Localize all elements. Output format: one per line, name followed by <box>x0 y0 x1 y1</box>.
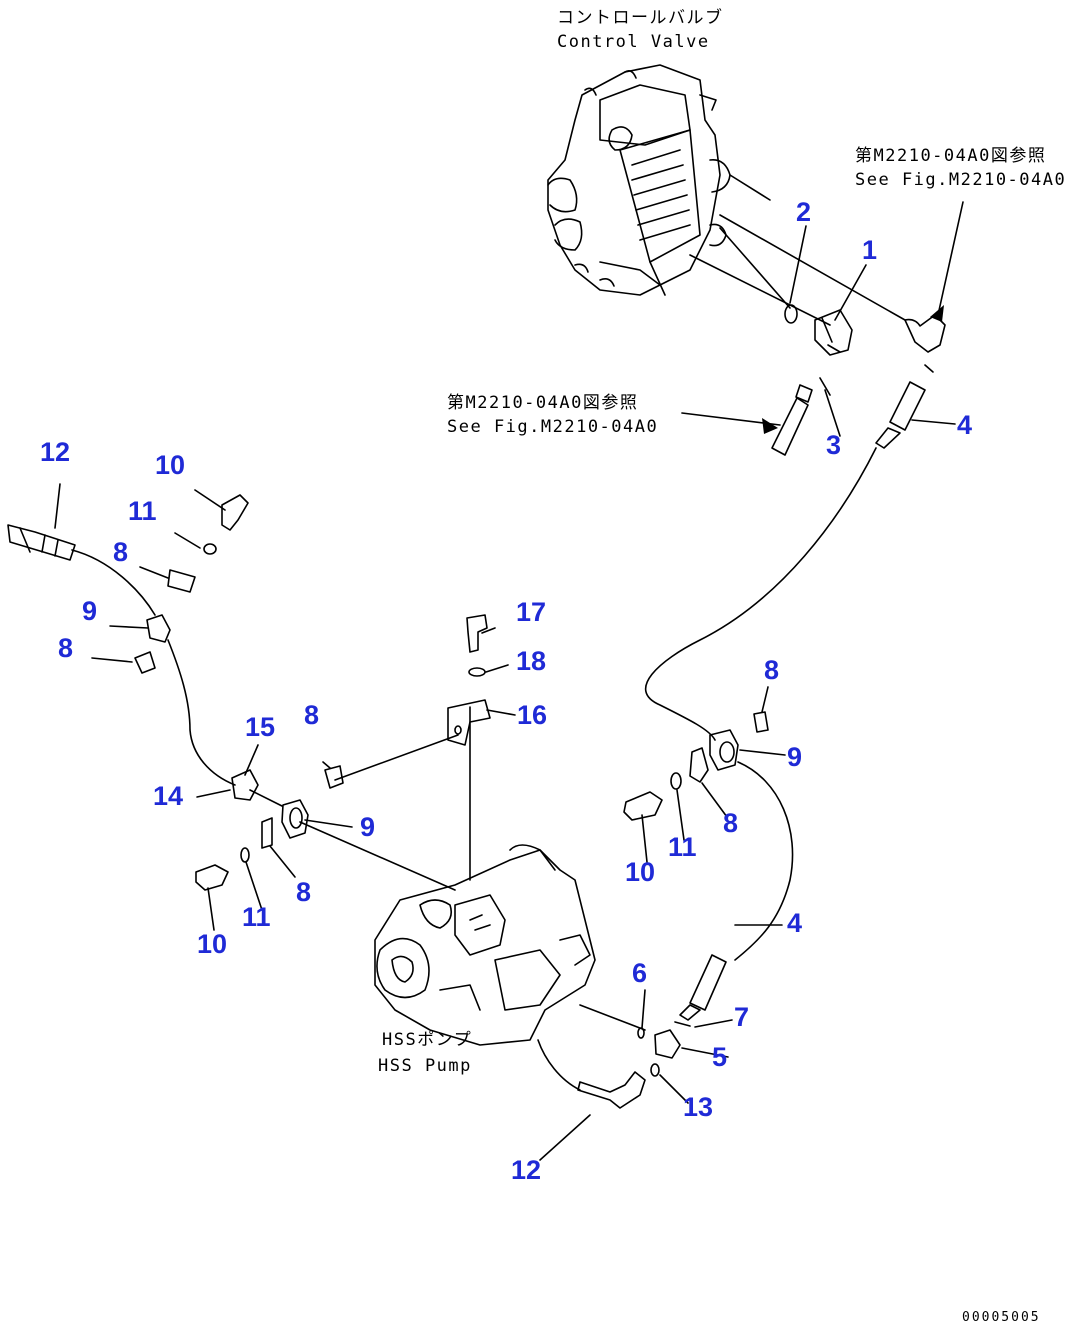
callout-17: 17 <box>516 597 547 627</box>
callout-10-right: 10 <box>625 857 656 887</box>
callout-9-right: 9 <box>787 742 803 772</box>
ref-top-label-en: See Fig.M2210-04A0 <box>855 170 1067 190</box>
callout-8-right-top: 8 <box>764 655 780 685</box>
callout-8-center-top: 8 <box>304 700 320 730</box>
callout-9-left: 9 <box>82 596 98 626</box>
callout-8-center-bottom: 8 <box>296 877 312 907</box>
callout-1: 1 <box>862 235 878 265</box>
callout-14: 14 <box>153 781 184 811</box>
ref-mid-label-jp: 第M2210-04A0図参照 <box>447 393 639 413</box>
callout-6: 6 <box>632 958 648 988</box>
callout-2: 2 <box>796 197 812 227</box>
control-valve-drawing <box>547 64 771 296</box>
callout-15: 15 <box>245 712 276 742</box>
ref-top-label-jp: 第M2210-04A0図参照 <box>855 146 1047 166</box>
callout-9-center: 9 <box>360 812 376 842</box>
callout-7: 7 <box>734 1002 750 1032</box>
callout-10-left-top: 10 <box>155 450 186 480</box>
hss-pump-label-en: HSS Pump <box>378 1056 472 1076</box>
callout-11-right: 11 <box>668 832 697 862</box>
callout-16: 16 <box>517 700 548 730</box>
callout-11-left-bottom: 11 <box>242 902 271 932</box>
callout-11-left-top: 11 <box>128 496 157 526</box>
callout-3: 3 <box>826 430 842 460</box>
ref-mid-label-en: See Fig.M2210-04A0 <box>447 417 659 437</box>
callout-12-left: 12 <box>40 437 71 467</box>
callout-18: 18 <box>516 646 547 676</box>
callout-12-bottom: 12 <box>511 1155 542 1185</box>
control-valve-label-jp: コントロールバルブ <box>557 8 724 28</box>
callout-4-upper: 4 <box>957 410 973 440</box>
document-number: 00005005 <box>962 1310 1041 1325</box>
callout-10-left-bottom: 10 <box>197 929 228 959</box>
callout-5: 5 <box>712 1042 728 1072</box>
control-valve-label-en: Control Valve <box>557 32 710 52</box>
callout-4-lower: 4 <box>787 908 803 938</box>
callout-13: 13 <box>683 1092 714 1122</box>
callout-8-left-top: 8 <box>113 537 129 567</box>
hss-pump-label-jp: HSSポンプ <box>382 1030 473 1050</box>
callout-8-left-mid: 8 <box>58 633 74 663</box>
callout-8-right-bottom: 8 <box>723 808 739 838</box>
hss-pump-drawing <box>374 844 596 1046</box>
